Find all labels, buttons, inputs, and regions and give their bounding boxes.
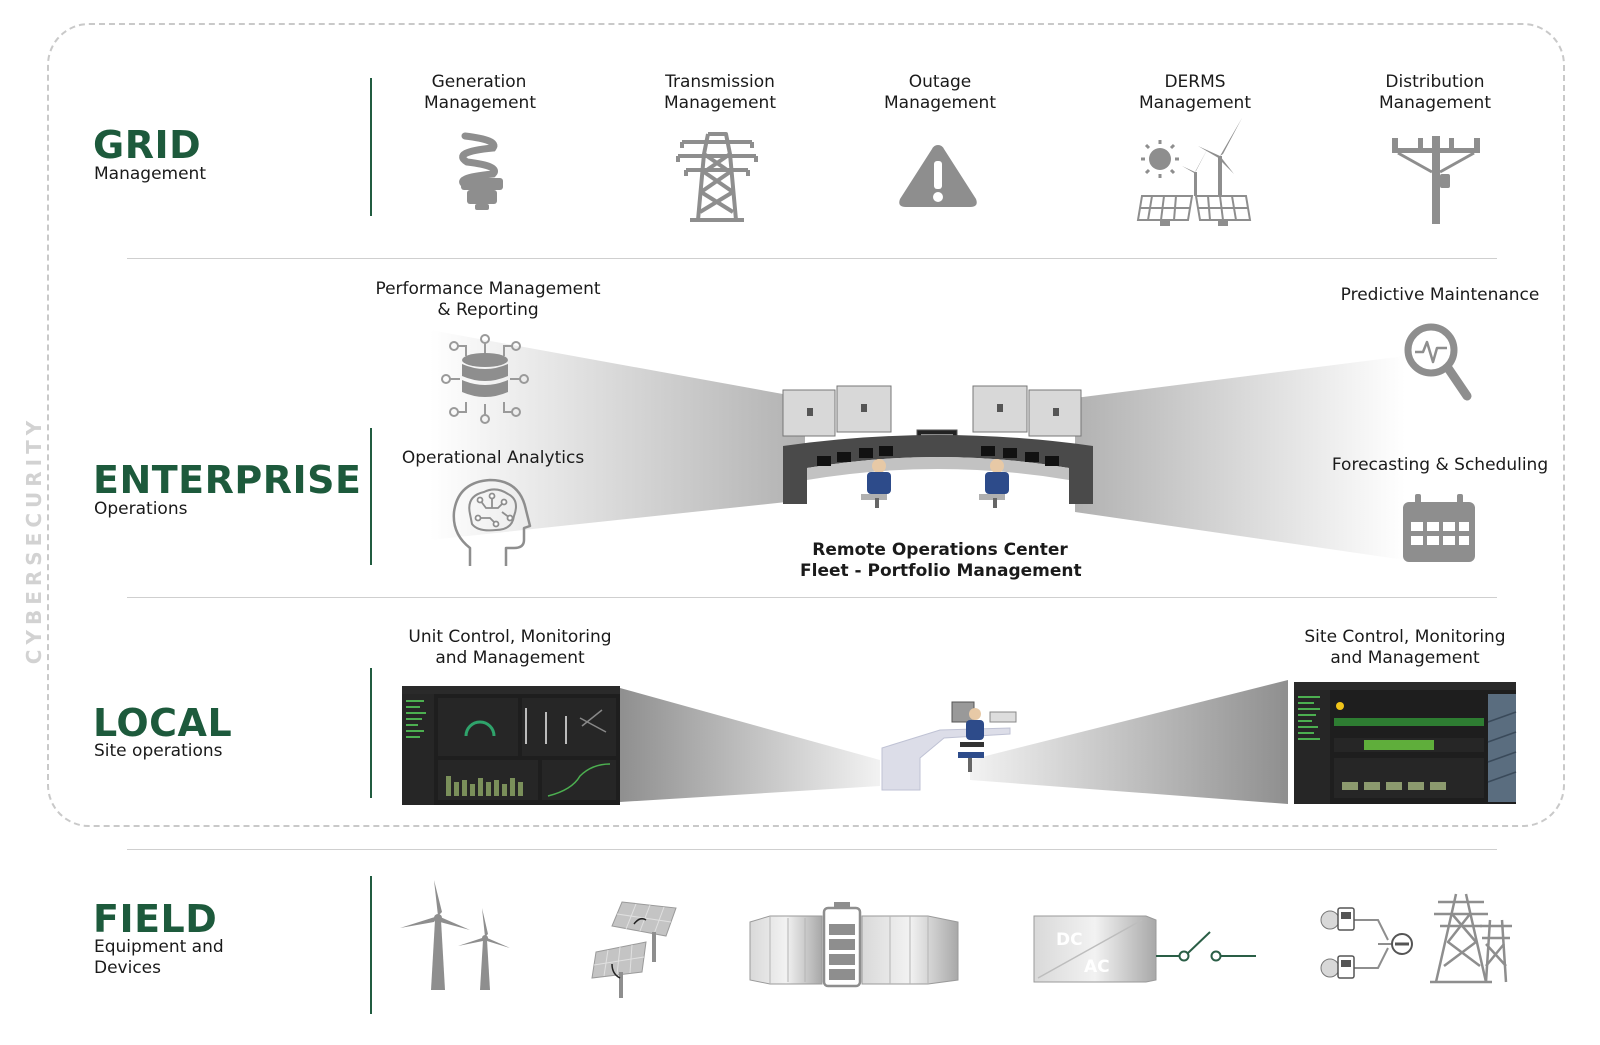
grid-separator — [370, 78, 372, 216]
predictive-maintenance-label: Predictive Maintenance — [1340, 285, 1540, 305]
database-icon — [441, 334, 529, 424]
tier-subtitle-field-line2: Devices — [94, 958, 161, 978]
divider-grid-enterprise — [127, 258, 1497, 259]
operational-analytics-label: Operational Analytics — [401, 448, 585, 468]
calendar-icon — [1403, 494, 1475, 562]
site-dashboard-screenshot — [1294, 682, 1517, 804]
performance-management-label: Performance Management& Reporting — [375, 279, 601, 320]
inverter-icon: DC AC — [1033, 915, 1256, 983]
divider-local-field — [127, 849, 1497, 850]
enterprise-separator — [370, 428, 372, 565]
local-operator-icon — [881, 701, 1017, 791]
cybersecurity-boundary — [47, 23, 1565, 827]
inverter-ac-label: AC — [1084, 957, 1110, 977]
tier-title-grid: GRID — [93, 123, 202, 167]
tier-title-enterprise: ENTERPRISE — [93, 458, 362, 502]
field-separator — [370, 876, 372, 1014]
warning-icon — [899, 145, 977, 207]
utility-pole-icon — [1392, 136, 1480, 224]
forecasting-scheduling-label: Forecasting & Scheduling — [1331, 455, 1549, 475]
unit-dashboard-screenshot — [402, 686, 620, 805]
wind-turbine-icon — [400, 880, 510, 990]
battery-storage-icon — [749, 902, 959, 988]
tier-title-local: LOCAL — [93, 701, 233, 745]
tier-subtitle-field-line1: Equipment and — [94, 937, 224, 957]
tier-title-field: FIELD — [93, 897, 218, 941]
light-bulb-icon — [459, 132, 503, 210]
brain-head-icon — [452, 478, 532, 566]
local-separator — [370, 668, 372, 798]
inverter-dc-label: DC — [1056, 930, 1083, 950]
tier-subtitle-grid: Management — [94, 164, 206, 184]
transmission-tower-icon — [676, 132, 758, 222]
magnifier-icon — [1404, 323, 1472, 401]
tier-subtitle-enterprise: Operations — [94, 499, 188, 519]
divider-enterprise-local — [127, 597, 1497, 598]
solar-wind-icon — [1136, 118, 1252, 226]
meter-tower-icon — [1320, 893, 1512, 984]
tier-subtitle-local: Site operations — [94, 741, 223, 761]
control-room-icon — [782, 385, 1093, 508]
solar-tracker-icon — [591, 901, 677, 998]
